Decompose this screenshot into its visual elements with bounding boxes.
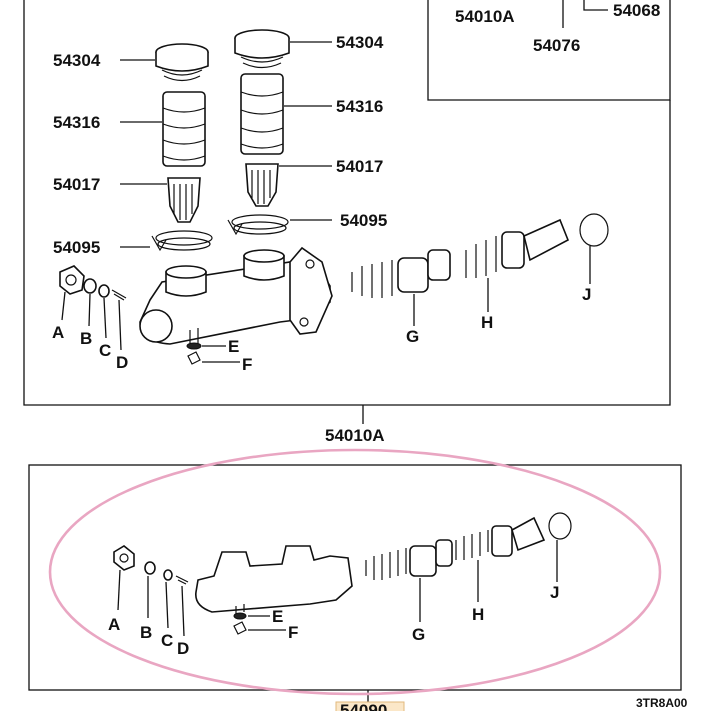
label-54017-left: 54017 — [53, 175, 100, 194]
master-cylinder-body-upper — [139, 246, 333, 345]
upper-letter-d: D — [116, 353, 128, 372]
lower-letter-e: E — [272, 607, 283, 626]
inset-label-54068: 54068 — [613, 1, 660, 20]
upper-letter-b: B — [80, 329, 92, 348]
cap-right — [234, 29, 290, 69]
spring-piston-g-lower — [365, 539, 453, 580]
cut-label-box — [335, 701, 405, 711]
cap-left — [155, 43, 209, 82]
lower-letter-b: B — [140, 623, 152, 642]
lower-frame — [28, 464, 682, 704]
snap-ring-j-lower — [548, 512, 572, 540]
upper-letter-f: F — [242, 355, 252, 374]
spring-piston-g-upper — [351, 249, 451, 298]
upper-letter-a: A — [52, 323, 64, 342]
inset-label-54076: 54076 — [533, 36, 580, 55]
cut-label: 54090 — [340, 701, 387, 711]
sleeve-left — [162, 91, 206, 167]
highlight-ellipse — [48, 448, 662, 696]
lower-letter-a: A — [108, 615, 120, 634]
sleeve-right — [240, 73, 284, 155]
inset-label-54010a: 54010A — [455, 7, 515, 26]
lower-letter-j: J — [550, 583, 559, 602]
label-54304-right: 54304 — [336, 33, 384, 52]
spring-piston-h-upper — [465, 218, 570, 278]
lower-letter-g: G — [412, 625, 425, 644]
upper-letter-j: J — [582, 285, 591, 304]
upper-letter-c: C — [99, 341, 111, 360]
parts-e-f-upper — [186, 342, 202, 365]
filter-left — [167, 177, 201, 223]
assembly-label-54010a: 54010A — [325, 426, 385, 445]
lower-letter-d: D — [177, 639, 189, 658]
upper-letter-e: E — [228, 337, 239, 356]
fittings-a-d-upper — [59, 265, 127, 301]
spring-piston-h-lower — [455, 516, 546, 560]
master-cylinder-body-lower — [195, 545, 353, 614]
label-54316-right: 54316 — [336, 97, 383, 116]
label-54095-left: 54095 — [53, 238, 100, 257]
fittings-a-d-lower — [113, 545, 189, 585]
lower-letter-c: C — [161, 631, 173, 650]
upper-letter-h: H — [481, 313, 493, 332]
snap-ring-j-upper — [579, 213, 609, 247]
label-54095-right: 54095 — [340, 211, 387, 230]
clip-right — [227, 214, 289, 236]
top-inset-frame: 54010A 54076 54068 — [427, 0, 671, 101]
label-54304-left: 54304 — [53, 51, 101, 70]
filter-right — [245, 163, 279, 207]
parts-e-f-lower — [233, 612, 247, 635]
upper-frame: 54010A — [23, 0, 671, 445]
drawing-code: 3TR8A00 — [636, 696, 688, 710]
lower-letter-h: H — [472, 605, 484, 624]
label-54017-right: 54017 — [336, 157, 383, 176]
label-54316-left: 54316 — [53, 113, 100, 132]
lower-letter-f: F — [288, 623, 298, 642]
upper-letter-g: G — [406, 327, 419, 346]
clip-left — [151, 230, 213, 252]
